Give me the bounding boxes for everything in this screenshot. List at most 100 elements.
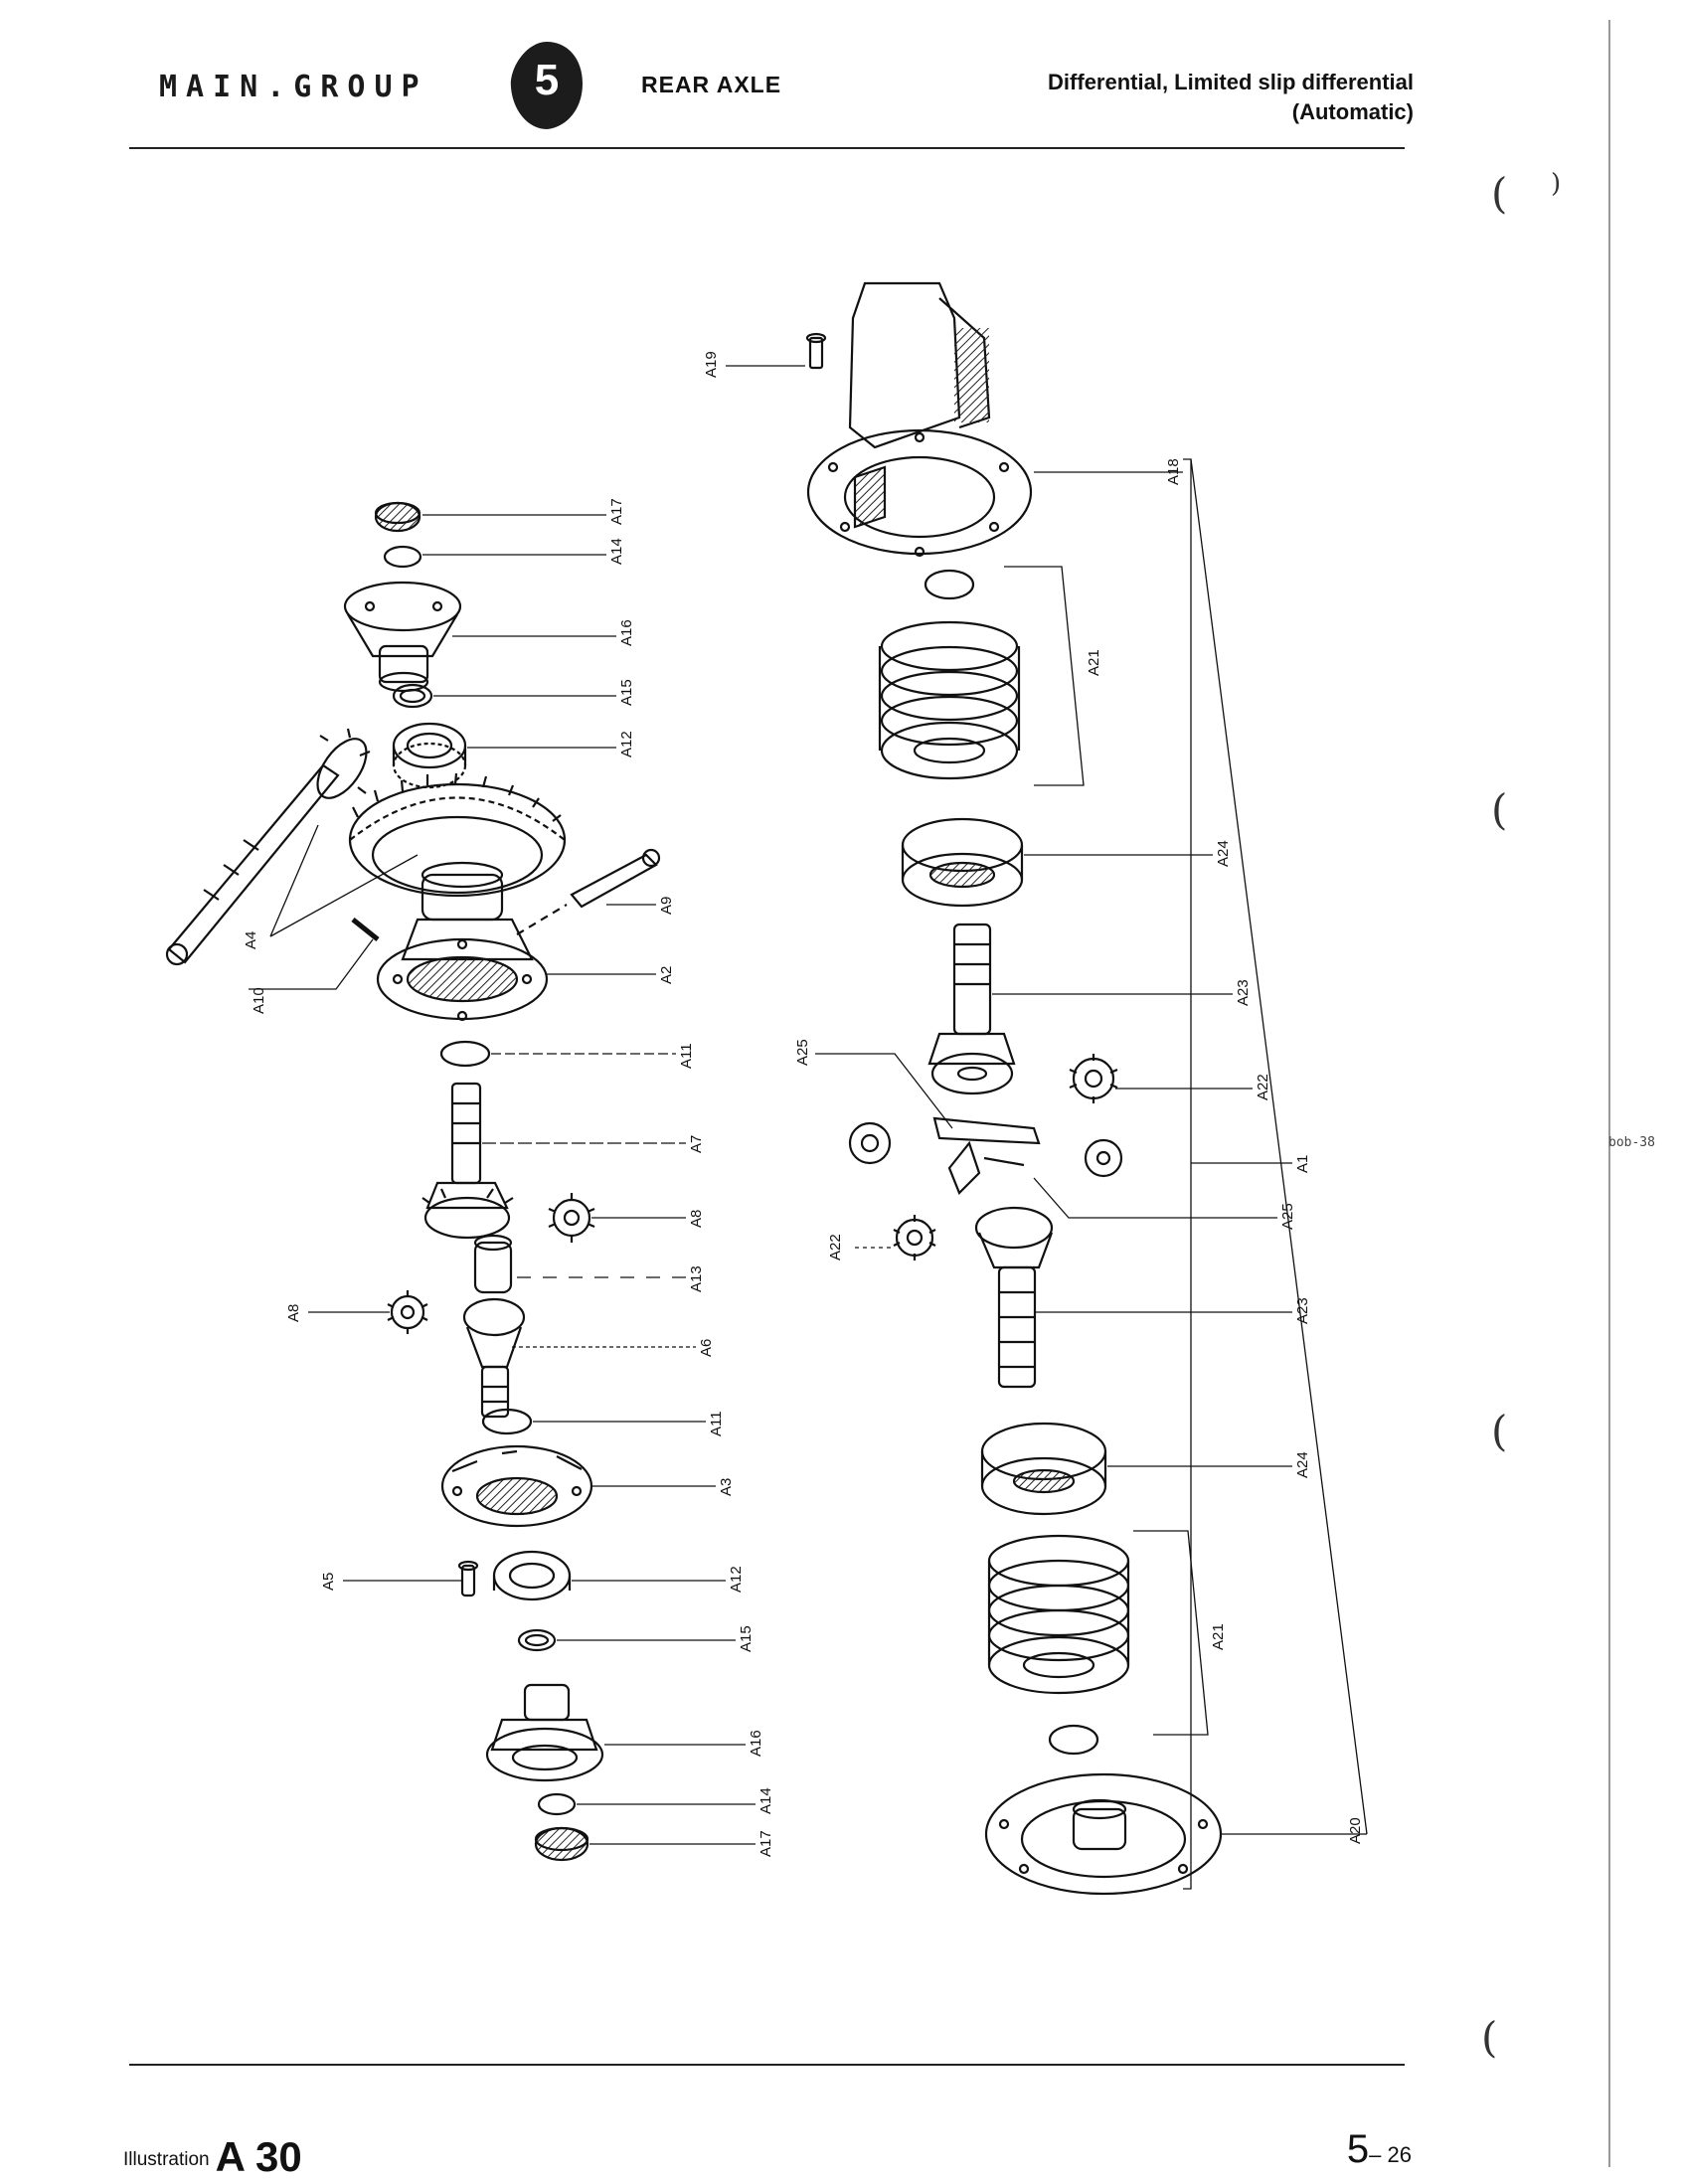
part-a19-bolt [805, 332, 827, 370]
label-a22-left: A22 [827, 1234, 844, 1260]
part-a13-sleeve [473, 1234, 513, 1294]
label-a15-lower: A15 [738, 1625, 755, 1652]
leader-lines [249, 365, 1368, 1890]
label-a25-right: A25 [1279, 1203, 1296, 1230]
punch-mark: ) [1551, 169, 1562, 199]
label-a8-right: A8 [688, 1210, 705, 1228]
label-a13: A13 [688, 1265, 705, 1292]
label-a7: A7 [688, 1135, 705, 1153]
part-a9-pin [516, 848, 661, 935]
part-a21-clutch-plates-lower [987, 1534, 1130, 1756]
label-a16-top: A16 [618, 619, 635, 646]
part-a11-ring-upper [439, 1040, 491, 1068]
part-a12-bearing-top [392, 722, 467, 789]
part-a16-housing-lower [485, 1683, 604, 1782]
page-number-main: 5 [1346, 2127, 1370, 2171]
label-a4: A4 [243, 931, 259, 949]
footer-rule [129, 2064, 1405, 2066]
page-header: MAIN.GROUP 5 REAR AXLE Differential, Lim… [0, 42, 1682, 159]
binding-edge-line [1608, 20, 1610, 2167]
label-a21-upper: A21 [1086, 649, 1102, 676]
callout-labels: A17 A14 A16 A15 A12 A4 A9 A10 A2 A11 A7 … [243, 351, 1364, 1857]
label-a22-right: A22 [1255, 1074, 1271, 1100]
label-a25-left: A25 [794, 1039, 811, 1066]
subtitle-line-1: Differential, Limited slip differential [1048, 70, 1414, 94]
label-a24-upper: A24 [1215, 840, 1232, 867]
label-a3: A3 [718, 1478, 735, 1496]
part-a8-gear-right [548, 1193, 595, 1243]
part-a17-cap-lower [534, 1826, 589, 1862]
part-a5-bolt [457, 1560, 479, 1597]
part-a14-ring-top [383, 545, 422, 569]
part-a20-end-cover [984, 1772, 1223, 1896]
subtitle-line-2: (Automatic) [1291, 99, 1414, 124]
part-a21-clutch-plates-upper [878, 569, 1021, 780]
part-a8-gear-left [387, 1290, 428, 1334]
punch-mark: ( [1491, 785, 1508, 834]
label-a14-lower: A14 [757, 1787, 774, 1814]
part-a10-small-pin [351, 918, 380, 941]
group-number: 5 [534, 56, 560, 104]
part-a22-gear-left [893, 1215, 936, 1260]
part-a15-ring-lower [517, 1628, 557, 1652]
label-a17-lower: A17 [757, 1830, 774, 1857]
part-a3-case-cover [440, 1444, 593, 1528]
part-a11-ring-lower [481, 1408, 533, 1435]
part-a12-bearing-lower [492, 1550, 572, 1601]
label-a23-upper: A23 [1235, 979, 1252, 1006]
part-a15-ring-top [392, 683, 433, 709]
label-a19: A19 [703, 351, 720, 378]
punch-mark: ( [1481, 2013, 1498, 2062]
label-a18: A18 [1165, 458, 1182, 485]
label-a12-top: A12 [618, 731, 635, 757]
label-a21-lower: A21 [1210, 1623, 1227, 1650]
label-a14-top: A14 [608, 538, 625, 565]
illustration-number: A 30 [215, 2133, 302, 2180]
label-a5: A5 [320, 1573, 337, 1591]
part-a4-ring-gear [348, 772, 567, 898]
part-a23-shaft-lower [974, 1206, 1054, 1389]
label-a24-lower: A24 [1294, 1451, 1311, 1478]
page-subtitle: Differential, Limited slip differential … [1048, 68, 1414, 127]
part-a4-pinion-shaft [165, 728, 371, 966]
illustration-label: Illustration [123, 2149, 210, 2170]
page-number: 5– 26 [1347, 2127, 1412, 2172]
badge-shape-icon [510, 42, 583, 129]
part-a22-gear-right [1069, 1054, 1118, 1103]
part-a17-cap-top [374, 501, 421, 533]
group-number-badge: 5 [507, 38, 587, 132]
part-a23-shaft-upper [927, 923, 1016, 1095]
label-a6: A6 [698, 1339, 715, 1357]
side-tag: bob-38 [1608, 1135, 1655, 1150]
part-a2-differential-case [376, 861, 549, 1022]
part-a14-ring-lower [537, 1792, 577, 1816]
part-a25-cross-shaft [848, 1116, 1123, 1195]
label-a2: A2 [658, 966, 675, 984]
part-a24-clutch-ring-upper [901, 817, 1024, 908]
label-a1: A1 [1294, 1155, 1311, 1173]
part-a16-housing-top [343, 581, 462, 693]
label-a11-upper: A11 [678, 1043, 695, 1069]
punch-mark: ( [1491, 169, 1508, 218]
label-a9: A9 [658, 897, 675, 915]
part-a7-side-shaft [421, 1082, 514, 1240]
label-a11-lower: A11 [708, 1411, 725, 1436]
section-title: REAR AXLE [641, 72, 782, 97]
part-a18-housing [806, 281, 1033, 558]
page-number-sub: – 26 [1369, 2142, 1412, 2167]
part-a6-side-gear [462, 1297, 526, 1419]
punch-mark: ( [1491, 1407, 1508, 1455]
label-a23-lower: A23 [1294, 1297, 1311, 1324]
label-a17-top: A17 [608, 498, 625, 525]
label-a8-left: A8 [285, 1304, 302, 1322]
label-a16-lower: A16 [748, 1730, 764, 1757]
label-a15-top: A15 [618, 679, 635, 706]
header-rule [129, 147, 1405, 149]
label-a10: A10 [251, 987, 267, 1014]
main-group-title: MAIN.GROUP [159, 70, 428, 104]
label-a12-lower: A12 [728, 1566, 745, 1593]
label-a20: A20 [1347, 1817, 1364, 1844]
part-a24-clutch-ring-lower [980, 1422, 1107, 1516]
